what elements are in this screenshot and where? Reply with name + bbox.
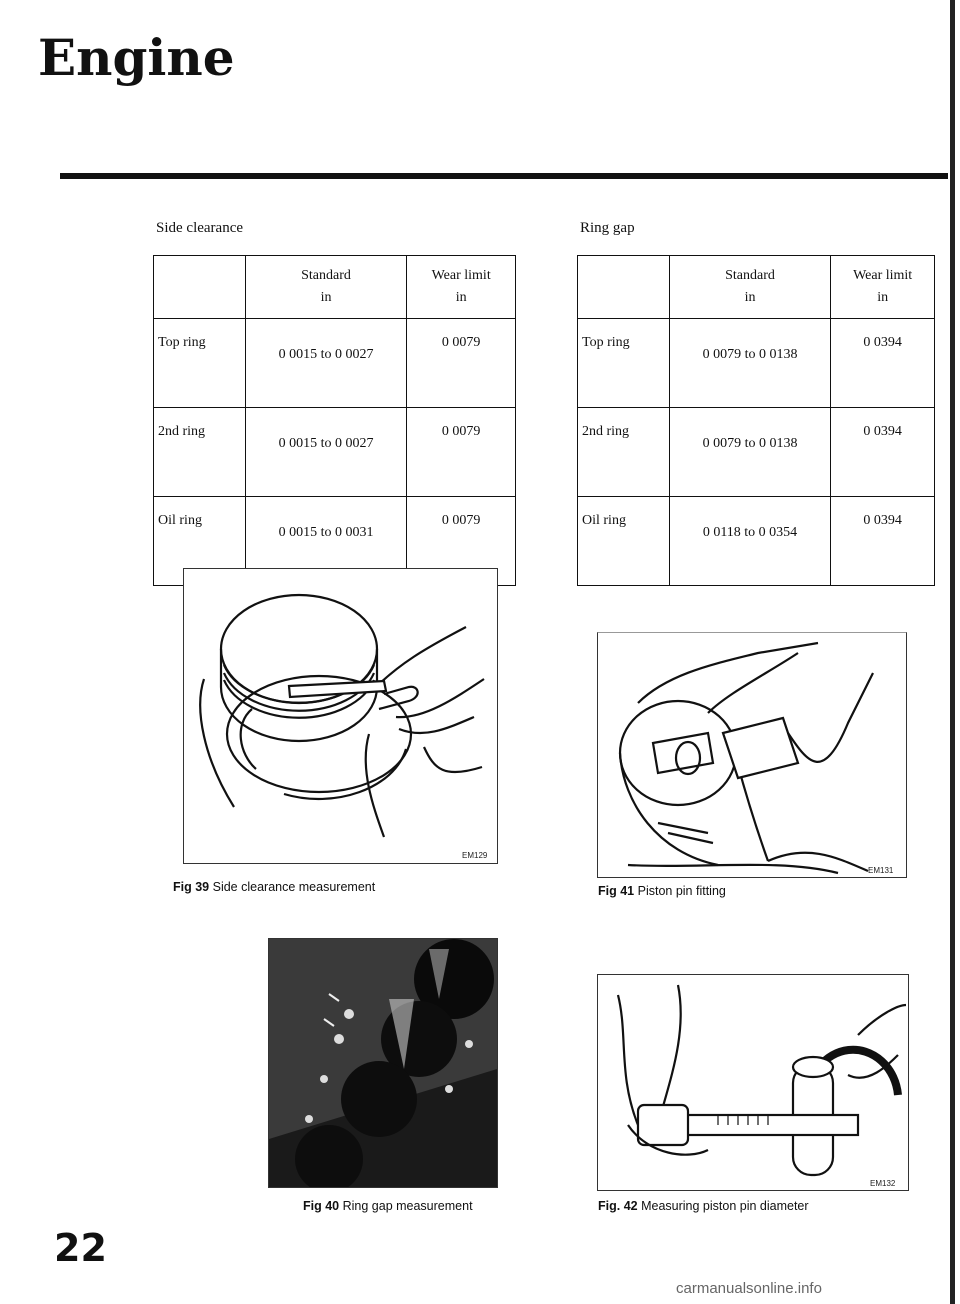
table-row: 2nd ring 0 0079 to 0 0138 0 0394 xyxy=(577,407,935,497)
footer-watermark-url: carmanualsonline.info xyxy=(676,1280,822,1297)
table-row: Top ring 0 0079 to 0 0138 0 0394 xyxy=(577,318,935,408)
piston-pin-fitting-drawing xyxy=(618,641,874,875)
fig41-code: EM131 xyxy=(868,866,894,875)
fig42-illustration xyxy=(597,974,909,1191)
side-clearance-drawing xyxy=(199,593,485,838)
standard-value: 0 0015 to 0 0027 xyxy=(244,407,408,497)
page-title: Engine xyxy=(38,28,235,87)
fig40-caption: Fig 40 Ring gap measurement xyxy=(303,1199,473,1213)
fig41-caption: Fig 41 Piston pin fitting xyxy=(598,884,726,898)
ring-gap-photo xyxy=(269,939,497,1187)
page-edge-line xyxy=(950,0,955,1304)
fig39-illustration xyxy=(183,568,498,864)
standard-value: 0 0015 to 0 0027 xyxy=(244,318,408,408)
fig42-code: EM132 xyxy=(870,1179,896,1188)
header-blank-cell xyxy=(577,255,670,319)
row-label: 2nd ring xyxy=(153,407,246,497)
fig39-caption: Fig 39 Side clearance measurement xyxy=(173,880,376,894)
piston-pin-diameter-drawing xyxy=(616,984,907,1177)
standard-value: 0 0079 to 0 0138 xyxy=(668,318,832,408)
table-row: 2nd ring 0 0015 to 0 0027 0 0079 xyxy=(153,407,516,497)
fig42-caption: Fig. 42 Measuring piston pin diameter xyxy=(598,1199,809,1213)
wear-value: 0 0394 xyxy=(830,407,935,497)
row-label: Top ring xyxy=(577,318,670,408)
ring-gap-title: Ring gap xyxy=(580,220,635,236)
fig41-illustration xyxy=(597,632,907,878)
header-blank-cell xyxy=(153,255,246,319)
wear-value: 0 0079 xyxy=(406,318,516,408)
row-label: Oil ring xyxy=(577,496,670,586)
table-row: Oil ring 0 0118 to 0 0354 0 0394 xyxy=(577,496,935,586)
row-label: Top ring xyxy=(153,318,246,408)
fig40-photo xyxy=(268,938,498,1188)
page-number: 22 xyxy=(54,1226,107,1270)
side-clearance-title: Side clearance xyxy=(156,220,244,236)
wear-value: 0 0394 xyxy=(830,318,935,408)
standard-value: 0 0118 to 0 0354 xyxy=(668,496,832,586)
header-rule xyxy=(60,173,948,179)
wear-value: 0 0394 xyxy=(830,496,935,586)
wear-value: 0 0079 xyxy=(406,407,516,497)
table-row: Top ring 0 0015 to 0 0027 0 0079 xyxy=(153,318,516,408)
fig39-code: EM129 xyxy=(462,851,488,860)
standard-value: 0 0079 to 0 0138 xyxy=(668,407,832,497)
row-label: 2nd ring xyxy=(577,407,670,497)
